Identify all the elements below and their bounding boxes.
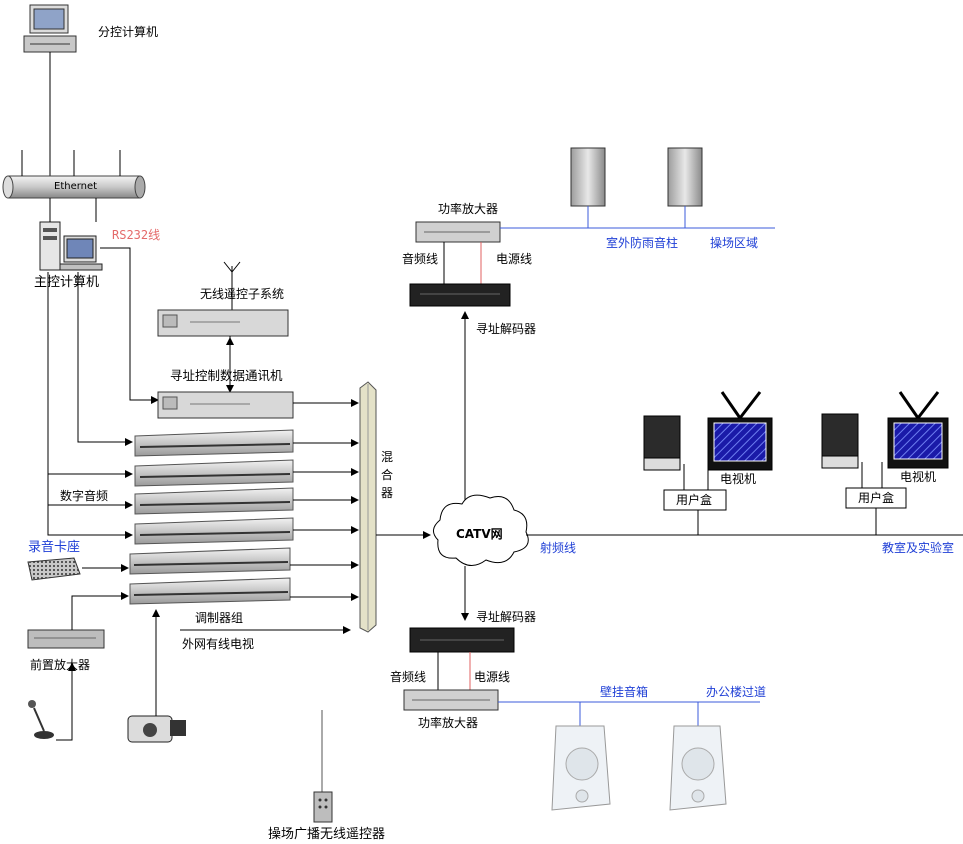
wall-speaker-icon [669,702,727,811]
tv2-label: 电视机 [900,470,937,484]
playground-label: 操场区域 [710,236,759,250]
decoder-bottom-label: 寻址解码器 [476,610,537,624]
recorder-label: 录音卡座 [28,540,81,555]
rack-unit-icon [157,309,289,337]
modulator-icon [129,577,291,605]
rs232-label: RS232线 [112,228,161,242]
antenna-icon [223,261,241,310]
rack-unit-icon [157,391,294,419]
catv-label: CATV网 [456,527,503,541]
remote-control-label: 操场广播无线遥控器 [268,827,386,842]
computer-icon [23,4,77,53]
rack-unit-icon [27,629,105,649]
power-amp-bottom-label: 功率放大器 [418,716,479,730]
userbox2-label: 用户盒 [858,491,895,505]
power-line-bottom-label: 电源线 [474,670,511,684]
office-corridor-label: 办公楼过道 [706,685,767,699]
branch-computer-label: 分控计算机 [98,25,159,39]
wall-speaker-label: 壁挂音箱 [600,685,649,699]
rack-unit-icon [409,283,511,307]
modulator-group-label: 调制器组 [195,611,244,625]
main-computer-icon [39,221,103,271]
ethernet-label: Ethernet [54,181,98,192]
camcorder-icon [127,715,186,743]
pre-amp-label: 前置放大器 [30,658,91,672]
modulator-icon [134,459,294,487]
wall-speaker-icon [551,702,611,811]
mixer-icon [359,381,377,633]
box-speaker-icon [821,413,859,469]
modulator-icon [134,487,294,515]
speaker-column-icon [667,147,703,228]
audio-line-bottom-label: 音频线 [390,670,427,684]
outdoor-speaker-label: 室外防雨音柱 [606,236,679,250]
rf-line-label: 射频线 [540,541,577,555]
mixer-label: 混合器 [380,450,393,500]
tv1-label: 电视机 [720,472,757,486]
cloud-icon [433,494,529,566]
cassette-deck-icon [27,557,81,581]
decoder-top-label: 寻址解码器 [476,322,537,336]
modulator-icon [134,517,294,545]
ethernet-pipe-icon [2,150,146,222]
modulator-icon [129,547,291,575]
box-speaker-icon [643,415,681,471]
wireless-subsystem-label: 无线遥控子系统 [200,287,285,301]
modulator-icon [134,429,294,457]
rack-unit-icon [415,221,501,243]
classroom-label: 教室及实验室 [882,541,955,555]
microphone-icon [28,700,54,739]
rack-unit-icon [403,689,499,711]
digital-audio-label: 数字音频 [60,489,109,503]
power-amp-top-label: 功率放大器 [438,202,499,216]
external-tv-label: 外网有线电视 [182,637,255,651]
main-computer-label: 主控计算机 [34,275,100,290]
audio-line-top-label: 音频线 [402,252,439,266]
tv-icon [887,391,949,469]
speaker-column-icon [570,147,606,228]
tv-icon [707,391,773,471]
power-line-top-label: 电源线 [496,252,533,266]
userbox1-label: 用户盒 [676,493,713,507]
addressing-control-label: 寻址控制数据通讯机 [170,368,283,383]
rack-unit-icon [409,627,515,653]
remote-control-icon [313,710,333,823]
